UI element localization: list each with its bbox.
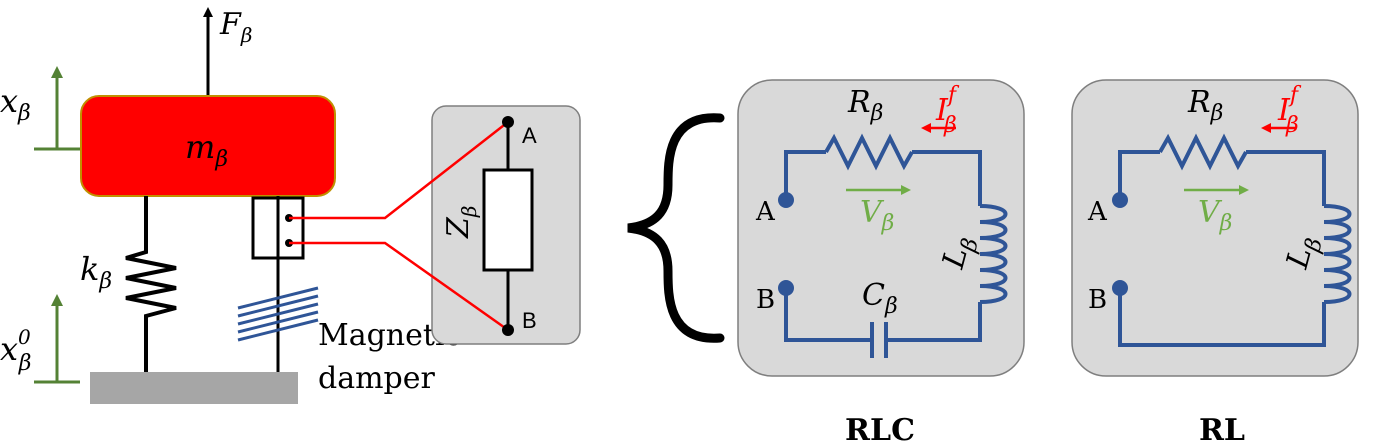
rl-terminal-a-label: A bbox=[1087, 197, 1108, 227]
terminal-a-label: A bbox=[522, 123, 537, 148]
rlc-wire-bottom-left bbox=[784, 288, 872, 342]
rlc-terminal-a bbox=[778, 192, 794, 208]
rlc-title: RLC bbox=[845, 413, 915, 445]
rl-wire-bottom bbox=[1118, 288, 1326, 347]
impedance-element bbox=[482, 168, 534, 272]
force-label: Fβ bbox=[219, 7, 252, 47]
lead-wire-b bbox=[289, 241, 509, 332]
rlc-wire-top-left bbox=[784, 150, 826, 200]
terminal-a-dot bbox=[502, 116, 514, 128]
rlc-terminal-a-label: A bbox=[755, 197, 776, 227]
rl-wire-top-right bbox=[1246, 150, 1326, 206]
rl-inductor-label: Lβ bbox=[1280, 231, 1328, 274]
rlc-resistor-label: Rβ bbox=[847, 85, 883, 126]
damper-label-line2: damper bbox=[318, 361, 435, 396]
curly-brace bbox=[627, 113, 725, 343]
rlc-inductor-label: Lβ bbox=[936, 231, 984, 274]
rlc-terminal-b bbox=[778, 280, 794, 296]
terminal-b-dot bbox=[502, 324, 514, 336]
rl-resistor-label: Rβ bbox=[1187, 85, 1223, 126]
rl-resistor bbox=[1158, 133, 1248, 171]
ground-base bbox=[90, 372, 298, 404]
rl-inductor bbox=[1323, 204, 1352, 304]
spring bbox=[125, 196, 177, 372]
rlc-wire-top-right bbox=[912, 150, 982, 206]
terminal-b-label: B bbox=[522, 308, 537, 333]
mass-block bbox=[80, 95, 336, 197]
mass-spring-damper: Fβ xβ mβ kβ Magnetic damper x0 bbox=[0, 7, 461, 404]
lead-wire-a bbox=[289, 121, 509, 220]
rlc-inductor bbox=[979, 204, 1008, 304]
rl-terminal-a bbox=[1112, 192, 1128, 208]
rlc-voltage-label: Vβ bbox=[860, 195, 894, 236]
spring-label: kβ bbox=[80, 250, 112, 294]
rl-terminal-b bbox=[1112, 280, 1128, 296]
rl-title: RL bbox=[1199, 413, 1245, 445]
rlc-capacitor-label: Cβ bbox=[862, 278, 898, 319]
impedance-panel: A B Zβ bbox=[289, 105, 581, 345]
mass-label: mβ bbox=[185, 128, 228, 172]
displacement-label: xβ bbox=[0, 82, 31, 126]
magnetic-coils bbox=[237, 286, 319, 342]
rl-wire-top-left bbox=[1118, 150, 1160, 200]
rl-terminal-b-label: B bbox=[1088, 285, 1107, 315]
rl-voltage-label: Vβ bbox=[1198, 195, 1232, 236]
rlc-resistor bbox=[824, 133, 914, 171]
rlc-wire-right-bottom bbox=[886, 302, 982, 342]
rlc-terminal-b-label: B bbox=[756, 285, 775, 315]
impedance-label: Zβ bbox=[441, 206, 481, 239]
